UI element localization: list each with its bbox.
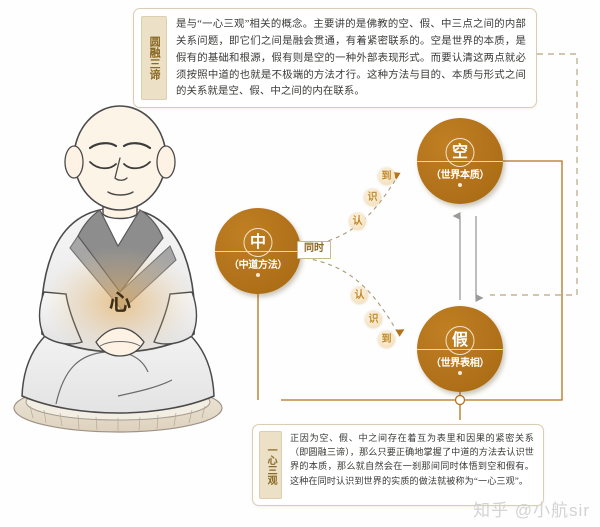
curve-upper-char-1: 识 (364, 189, 381, 206)
node-kong-dot (458, 183, 462, 187)
curve-lower-char-1: 识 (365, 311, 382, 328)
mouth (107, 191, 134, 196)
left-eye-closed (89, 161, 117, 170)
right-brow (122, 142, 152, 150)
left-ear (64, 145, 84, 179)
panel-bottom-tab-label: 一心三观 (259, 431, 282, 499)
heart-glyph: 心 (109, 290, 131, 315)
node-kong[interactable]: 空 （世界本质） (417, 118, 503, 204)
panel-yixin-sanguan: 一心三观 正因为空、假、中之间存在着互为表里和因果的紧密关系（即圆融三谛），那么… (252, 424, 544, 506)
node-zhong-subtitle: （中道方法） (228, 260, 288, 271)
finger-line (99, 341, 141, 347)
panel-top-tab-label: 圆融三谛 (141, 16, 167, 100)
curve-upper-char-2: 到 (378, 168, 395, 185)
meditating-monk-illustration: 心 (13, 105, 223, 433)
cushion-weave (29, 405, 206, 431)
right-eye-closed (123, 161, 151, 170)
panel-top-body-text: 是与“一心三观”相关的概念。主要讲的是佛教的空、假、中三点之间的内部关系问题，即… (176, 19, 526, 98)
panel-bottom-body-text: 正因为空、假、中之间存在着互为表里和因果的紧密关系（即圆融三谛），那么只要正确地… (290, 433, 534, 486)
curve-lower-char-0: 认 (351, 287, 368, 304)
node-jia-dot (458, 371, 462, 375)
curve-lower-char-2: 到 (378, 331, 395, 348)
node-jia[interactable]: 假 （世界表相） (417, 306, 503, 392)
junction-node-jia (454, 394, 466, 406)
curve-zhong-to-kong (304, 171, 401, 247)
collar-v (99, 209, 141, 248)
foot-line (117, 379, 173, 397)
node-zhong-glyph: 中 (243, 228, 273, 257)
node-zhong-dot (256, 273, 260, 277)
right-ear (156, 145, 176, 179)
node-kong-glyph: 空 (445, 138, 475, 167)
node-jia-subtitle: （世界表相） (430, 358, 490, 369)
left-brow (88, 142, 118, 150)
nose (114, 157, 128, 181)
tag-tongshi: 同时 (297, 241, 331, 259)
node-jia-glyph: 假 (445, 326, 475, 355)
watermark: 知乎 @小航sir (473, 501, 590, 520)
heart-halo (44, 246, 196, 358)
curve-upper-char-0: 认 (349, 213, 366, 230)
panel-yuanrong-sandi: 圆融三谛 是与“一心三观”相关的概念。主要讲的是佛教的空、假、中三点之间的内部关… (133, 8, 537, 108)
node-kong-subtitle: （世界本质） (430, 170, 490, 181)
node-zhong[interactable]: 中 （中道方法） (215, 208, 301, 294)
